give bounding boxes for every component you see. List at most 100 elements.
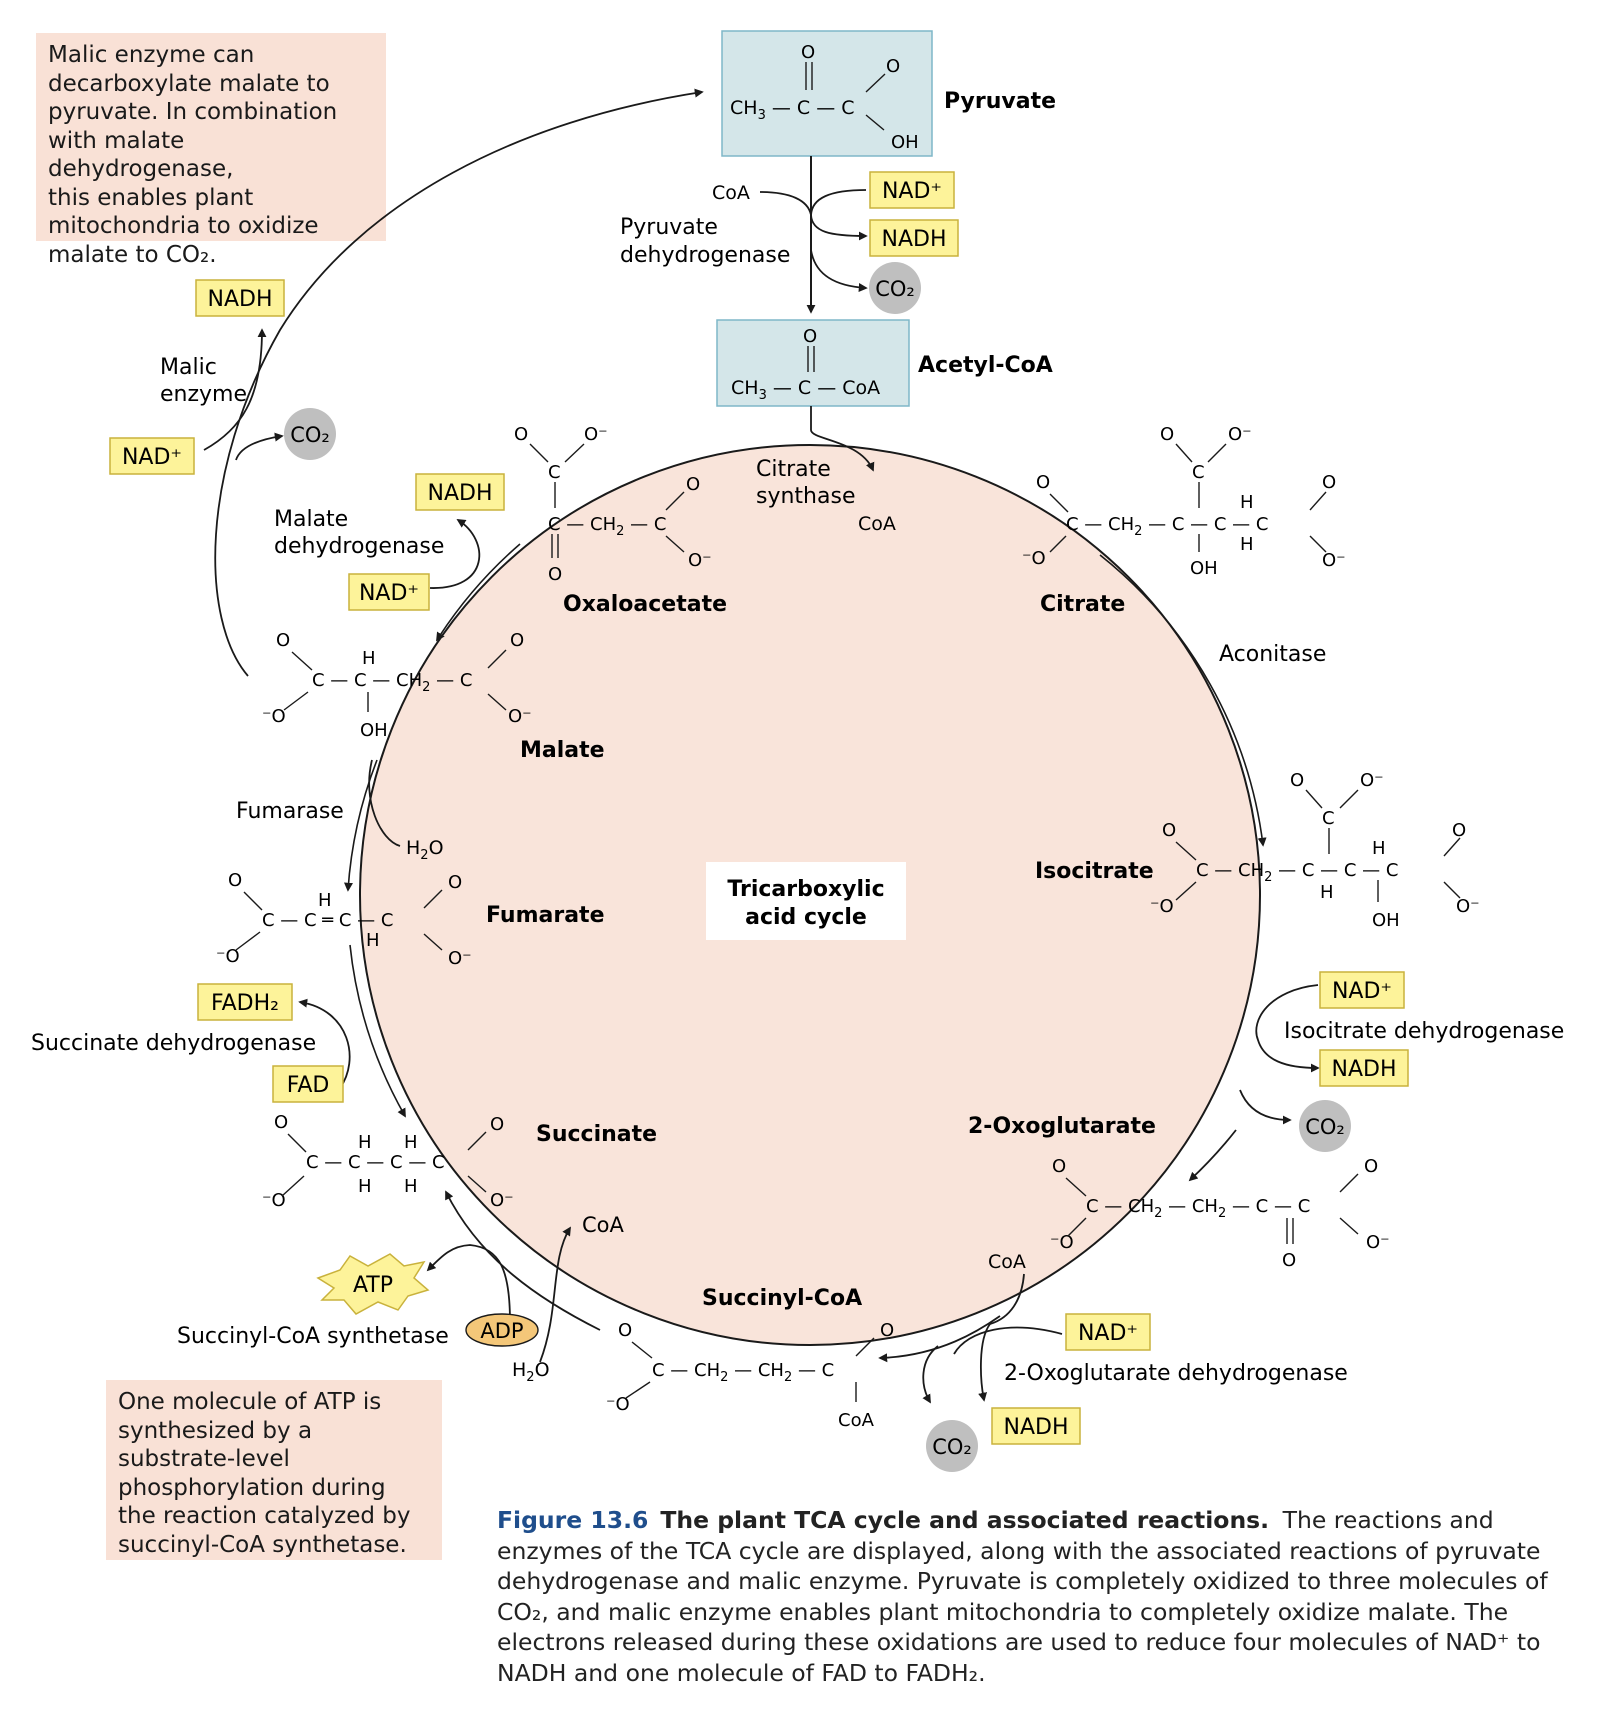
svg-text:C: C xyxy=(1322,808,1335,829)
coa-label: CoA xyxy=(988,1251,1026,1273)
malate-structure: O H C — C — CH2 — C OH ⁻O O O⁻ xyxy=(262,630,532,741)
svg-text:O: O xyxy=(618,1320,632,1341)
svg-text:O⁻: O⁻ xyxy=(1366,1232,1390,1253)
adp-text: ADP xyxy=(480,1319,523,1343)
note-line: One molecule of ATP is xyxy=(118,1389,382,1415)
center-label-line-1: Tricarboxylic xyxy=(727,877,884,902)
oxoglutarate-label: 2-Oxoglutarate xyxy=(968,1114,1156,1139)
nad-tag xyxy=(109,437,195,475)
fadh2-tag xyxy=(197,983,293,1021)
svg-text:O: O xyxy=(1322,472,1336,493)
svg-text:O: O xyxy=(1452,820,1466,841)
nad-text: NAD⁺ xyxy=(1078,1321,1138,1346)
co2-text: CO₂ xyxy=(1305,1115,1345,1139)
succinyl-coa-synthetase-label: Succinyl-CoA synthetase xyxy=(177,1324,449,1349)
note-atp: One molecule of ATP is synthesized by a … xyxy=(106,1380,442,1560)
svg-text:O⁻: O⁻ xyxy=(448,948,472,969)
note-line: synthesized by a xyxy=(118,1417,313,1444)
svg-text:C — C — CH2 — C: C — C — CH2 — C xyxy=(312,670,472,695)
svg-text:CH3 — C — C: CH3 — C — C xyxy=(730,97,855,123)
citrate-label: Citrate xyxy=(1040,592,1125,617)
svg-text:O: O xyxy=(803,326,817,347)
pyruvate-dh-label-2: dehydrogenase xyxy=(620,243,790,268)
svg-text:OH: OH xyxy=(1372,910,1400,931)
malic-enzyme-label-2: enzyme xyxy=(160,382,247,407)
oxaloacetate-malate-track xyxy=(436,543,521,642)
svg-text:O: O xyxy=(276,630,290,651)
svg-text:O: O xyxy=(510,630,524,651)
nad-tag xyxy=(869,171,955,209)
succinyl-coa-structure: O C — CH2 — CH2 — C ⁻O O CoA xyxy=(606,1320,894,1431)
note-line: mitochondria to oxidize xyxy=(48,213,319,239)
svg-text:O: O xyxy=(1052,1156,1066,1177)
fumarate-structure: O H C — C ═ C — C H ⁻O O O⁻ xyxy=(216,870,472,969)
atp-burst xyxy=(316,1253,430,1315)
adp-ellipse xyxy=(465,1313,539,1347)
succinate-dh-label: Succinate dehydrogenase xyxy=(31,1031,316,1056)
svg-text:⁻O: ⁻O xyxy=(216,946,240,967)
caption-figure-number: Figure 13.6 xyxy=(497,1506,649,1534)
note-line: this enables plant xyxy=(48,184,254,211)
svg-text:H: H xyxy=(404,1176,418,1197)
coa-label: CoA xyxy=(582,1213,625,1237)
svg-text:H: H xyxy=(358,1176,372,1197)
co2-text: CO₂ xyxy=(932,1435,972,1459)
nad-text: NAD⁺ xyxy=(359,581,419,606)
svg-text:C — CH2 — C — C — C: C — CH2 — C — C — C xyxy=(1066,514,1268,539)
svg-text:⁻O: ⁻O xyxy=(1022,548,1046,569)
svg-text:O: O xyxy=(228,870,242,891)
svg-text:O⁻: O⁻ xyxy=(1228,424,1252,445)
svg-text:OH: OH xyxy=(360,720,388,741)
fumarate-label: Fumarate xyxy=(486,903,605,928)
svg-text:⁻O: ⁻O xyxy=(606,1394,630,1415)
aconitase-label: Aconitase xyxy=(1219,642,1326,667)
nadh-tag xyxy=(991,1407,1081,1445)
oxoglutarate-dh-label: 2-Oxoglutarate dehydrogenase xyxy=(1004,1361,1348,1386)
note-line: decarboxylate malate to xyxy=(48,70,330,97)
svg-text:O: O xyxy=(880,1320,894,1341)
caption-title: The plant TCA cycle and associated react… xyxy=(660,1506,1270,1534)
note-line: phosphorylation during xyxy=(118,1474,386,1501)
note-line: malate to CO₂. xyxy=(48,241,217,268)
oxoglutarate-structure: O C — CH2 — CH2 — C — C ⁻O O O O⁻ xyxy=(1050,1156,1390,1271)
svg-text:⁻O: ⁻O xyxy=(262,1190,286,1211)
nad-tag xyxy=(1319,971,1405,1009)
svg-text:C — C ═ C — C: C — C ═ C — C xyxy=(262,910,393,931)
pyruvate-label: Pyruvate xyxy=(944,89,1056,114)
svg-text:⁻O: ⁻O xyxy=(1050,1232,1074,1253)
nad-tag xyxy=(348,573,430,611)
svg-text:⁻O: ⁻O xyxy=(262,706,286,727)
fumarate-succinate-track xyxy=(349,944,406,1118)
note-line: substrate-level xyxy=(118,1446,290,1472)
svg-text:H: H xyxy=(358,1132,372,1153)
center-label-line-2: acid cycle xyxy=(745,905,867,930)
citrate-synthase-label-1: Citrate xyxy=(756,457,831,482)
coa-label: CoA xyxy=(712,182,750,204)
nadh-text: NADH xyxy=(208,287,273,312)
svg-text:C — CH2 — CH2 — C — C: C — CH2 — CH2 — C — C xyxy=(1086,1196,1310,1221)
nadh-tag xyxy=(195,279,285,317)
succinyl-coa-label: Succinyl-CoA xyxy=(702,1286,862,1311)
svg-text:O⁻: O⁻ xyxy=(688,550,712,571)
svg-text:O: O xyxy=(274,1112,288,1133)
svg-text:O: O xyxy=(1290,770,1304,791)
svg-text:O: O xyxy=(1364,1156,1378,1177)
nad-text: NAD⁺ xyxy=(1332,979,1392,1004)
nadh-tag xyxy=(1319,1049,1409,1087)
fadh2-text: FADH₂ xyxy=(211,991,279,1016)
svg-text:O: O xyxy=(801,42,815,63)
svg-text:H: H xyxy=(404,1132,418,1153)
malate-dh-label-2: dehydrogenase xyxy=(274,534,444,559)
acetyl-coa-label: Acetyl-CoA xyxy=(918,353,1053,378)
svg-text:H: H xyxy=(1372,838,1386,859)
svg-text:H: H xyxy=(318,890,332,911)
svg-text:OH: OH xyxy=(1190,558,1218,579)
malate-dh-label-1: Malate xyxy=(274,507,348,532)
nadh-text: NADH xyxy=(428,481,493,506)
svg-text:C: C xyxy=(1192,462,1205,483)
